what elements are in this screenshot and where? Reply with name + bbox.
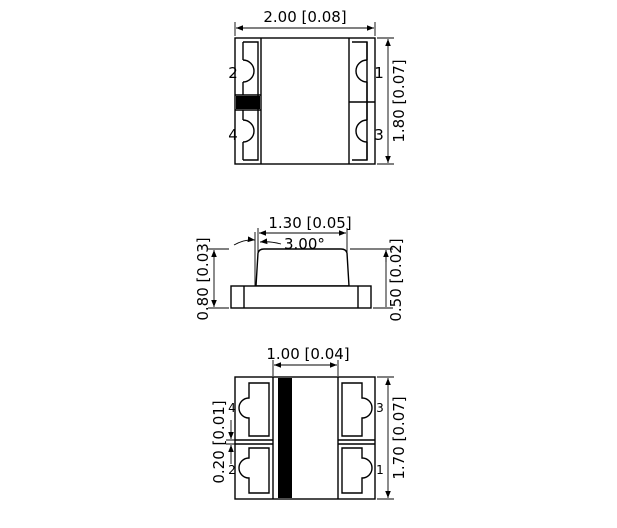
side-width-dimension: 1.30 [0.05] <box>268 214 351 232</box>
bottom-pin-4-label: 4 <box>228 401 236 415</box>
bottom-height-dimension: 1.70 [0.07] <box>390 396 408 479</box>
top-view: 2 4 1 3 2.00 [0.08] 1.80 [0.07] <box>228 8 408 165</box>
side-base-dimension: 0.50 [0.02] <box>387 238 405 321</box>
top-pin-1-label: 1 <box>374 64 384 82</box>
top-width-dimension: 2.00 [0.08] <box>263 8 346 26</box>
side-base <box>230 285 372 309</box>
bottom-gap-dimension: 0.20 [0.01] <box>210 400 228 483</box>
bottom-view-outline <box>234 376 376 500</box>
side-angle-dimension: 3.00° <box>284 235 325 253</box>
top-pin-2-label: 2 <box>228 64 238 82</box>
bottom-pin-3-label: 3 <box>376 401 384 415</box>
bottom-pin-1-label: 1 <box>376 463 384 477</box>
top-view-body-outline <box>234 37 376 165</box>
polarity-bar <box>278 378 292 498</box>
top-height-dimension: 1.80 [0.07] <box>390 59 408 142</box>
side-lens <box>255 248 350 287</box>
top-pin-4-label: 4 <box>228 126 238 144</box>
top-pin-3-label: 3 <box>374 126 384 144</box>
bottom-view: 4 2 3 1 1.00 [0.04] 1.70 [0.07] 0.20 [0.… <box>210 345 408 500</box>
cathode-mark <box>236 96 260 109</box>
bottom-width-dimension: 1.00 [0.04] <box>266 345 349 363</box>
bottom-pin-2-label: 2 <box>228 463 236 477</box>
side-height-dimension: 0.80 [0.03] <box>194 237 212 320</box>
side-view: 1.30 [0.05] 3.00° 0.80 [0.03] 0.50 [0.02… <box>194 214 405 322</box>
